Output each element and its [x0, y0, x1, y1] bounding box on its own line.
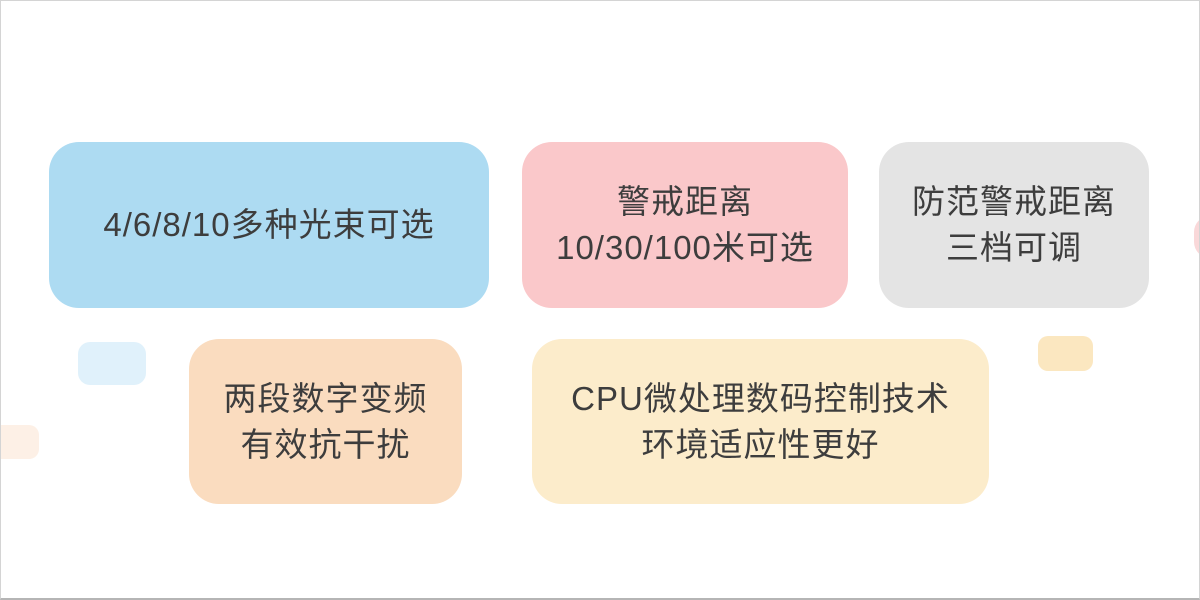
- feature-card-guard-distance-line2: 三档可调: [946, 229, 1082, 266]
- decoration-right-edge-pink-rect: [1194, 216, 1199, 258]
- feature-card-digital-frequency-line2: 有效抗干扰: [240, 425, 411, 463]
- feature-card-digital-frequency: 两段数字变频 有效抗干扰: [189, 339, 462, 504]
- feature-card-beam-options: 4/6/8/10多种光束可选: [49, 142, 489, 308]
- feature-card-alert-distance-line1: 警戒距离: [617, 183, 753, 220]
- feature-card-guard-distance: 防范警戒距离 三档可调: [879, 142, 1149, 308]
- feature-card-cpu-control-line2: 环境适应性更好: [641, 425, 880, 463]
- feature-card-guard-distance-line1: 防范警戒距离: [912, 183, 1116, 220]
- feature-card-cpu-control-line1: CPU微处理数码控制技术: [571, 379, 950, 417]
- decoration-left-edge-peach-rect: [1, 425, 39, 459]
- feature-card-alert-distance-line2: 10/30/100米可选: [556, 229, 814, 266]
- feature-card-alert-distance: 警戒距离 10/30/100米可选: [522, 142, 848, 308]
- feature-card-digital-frequency-line1: 两段数字变频: [223, 379, 428, 417]
- decoration-small-blue-rect: [78, 342, 146, 385]
- feature-card-cpu-control: CPU微处理数码控制技术 环境适应性更好: [532, 339, 989, 504]
- feature-card-beam-options-line1: 4/6/8/10多种光束可选: [103, 206, 435, 243]
- decoration-small-yellow-rect: [1038, 336, 1093, 371]
